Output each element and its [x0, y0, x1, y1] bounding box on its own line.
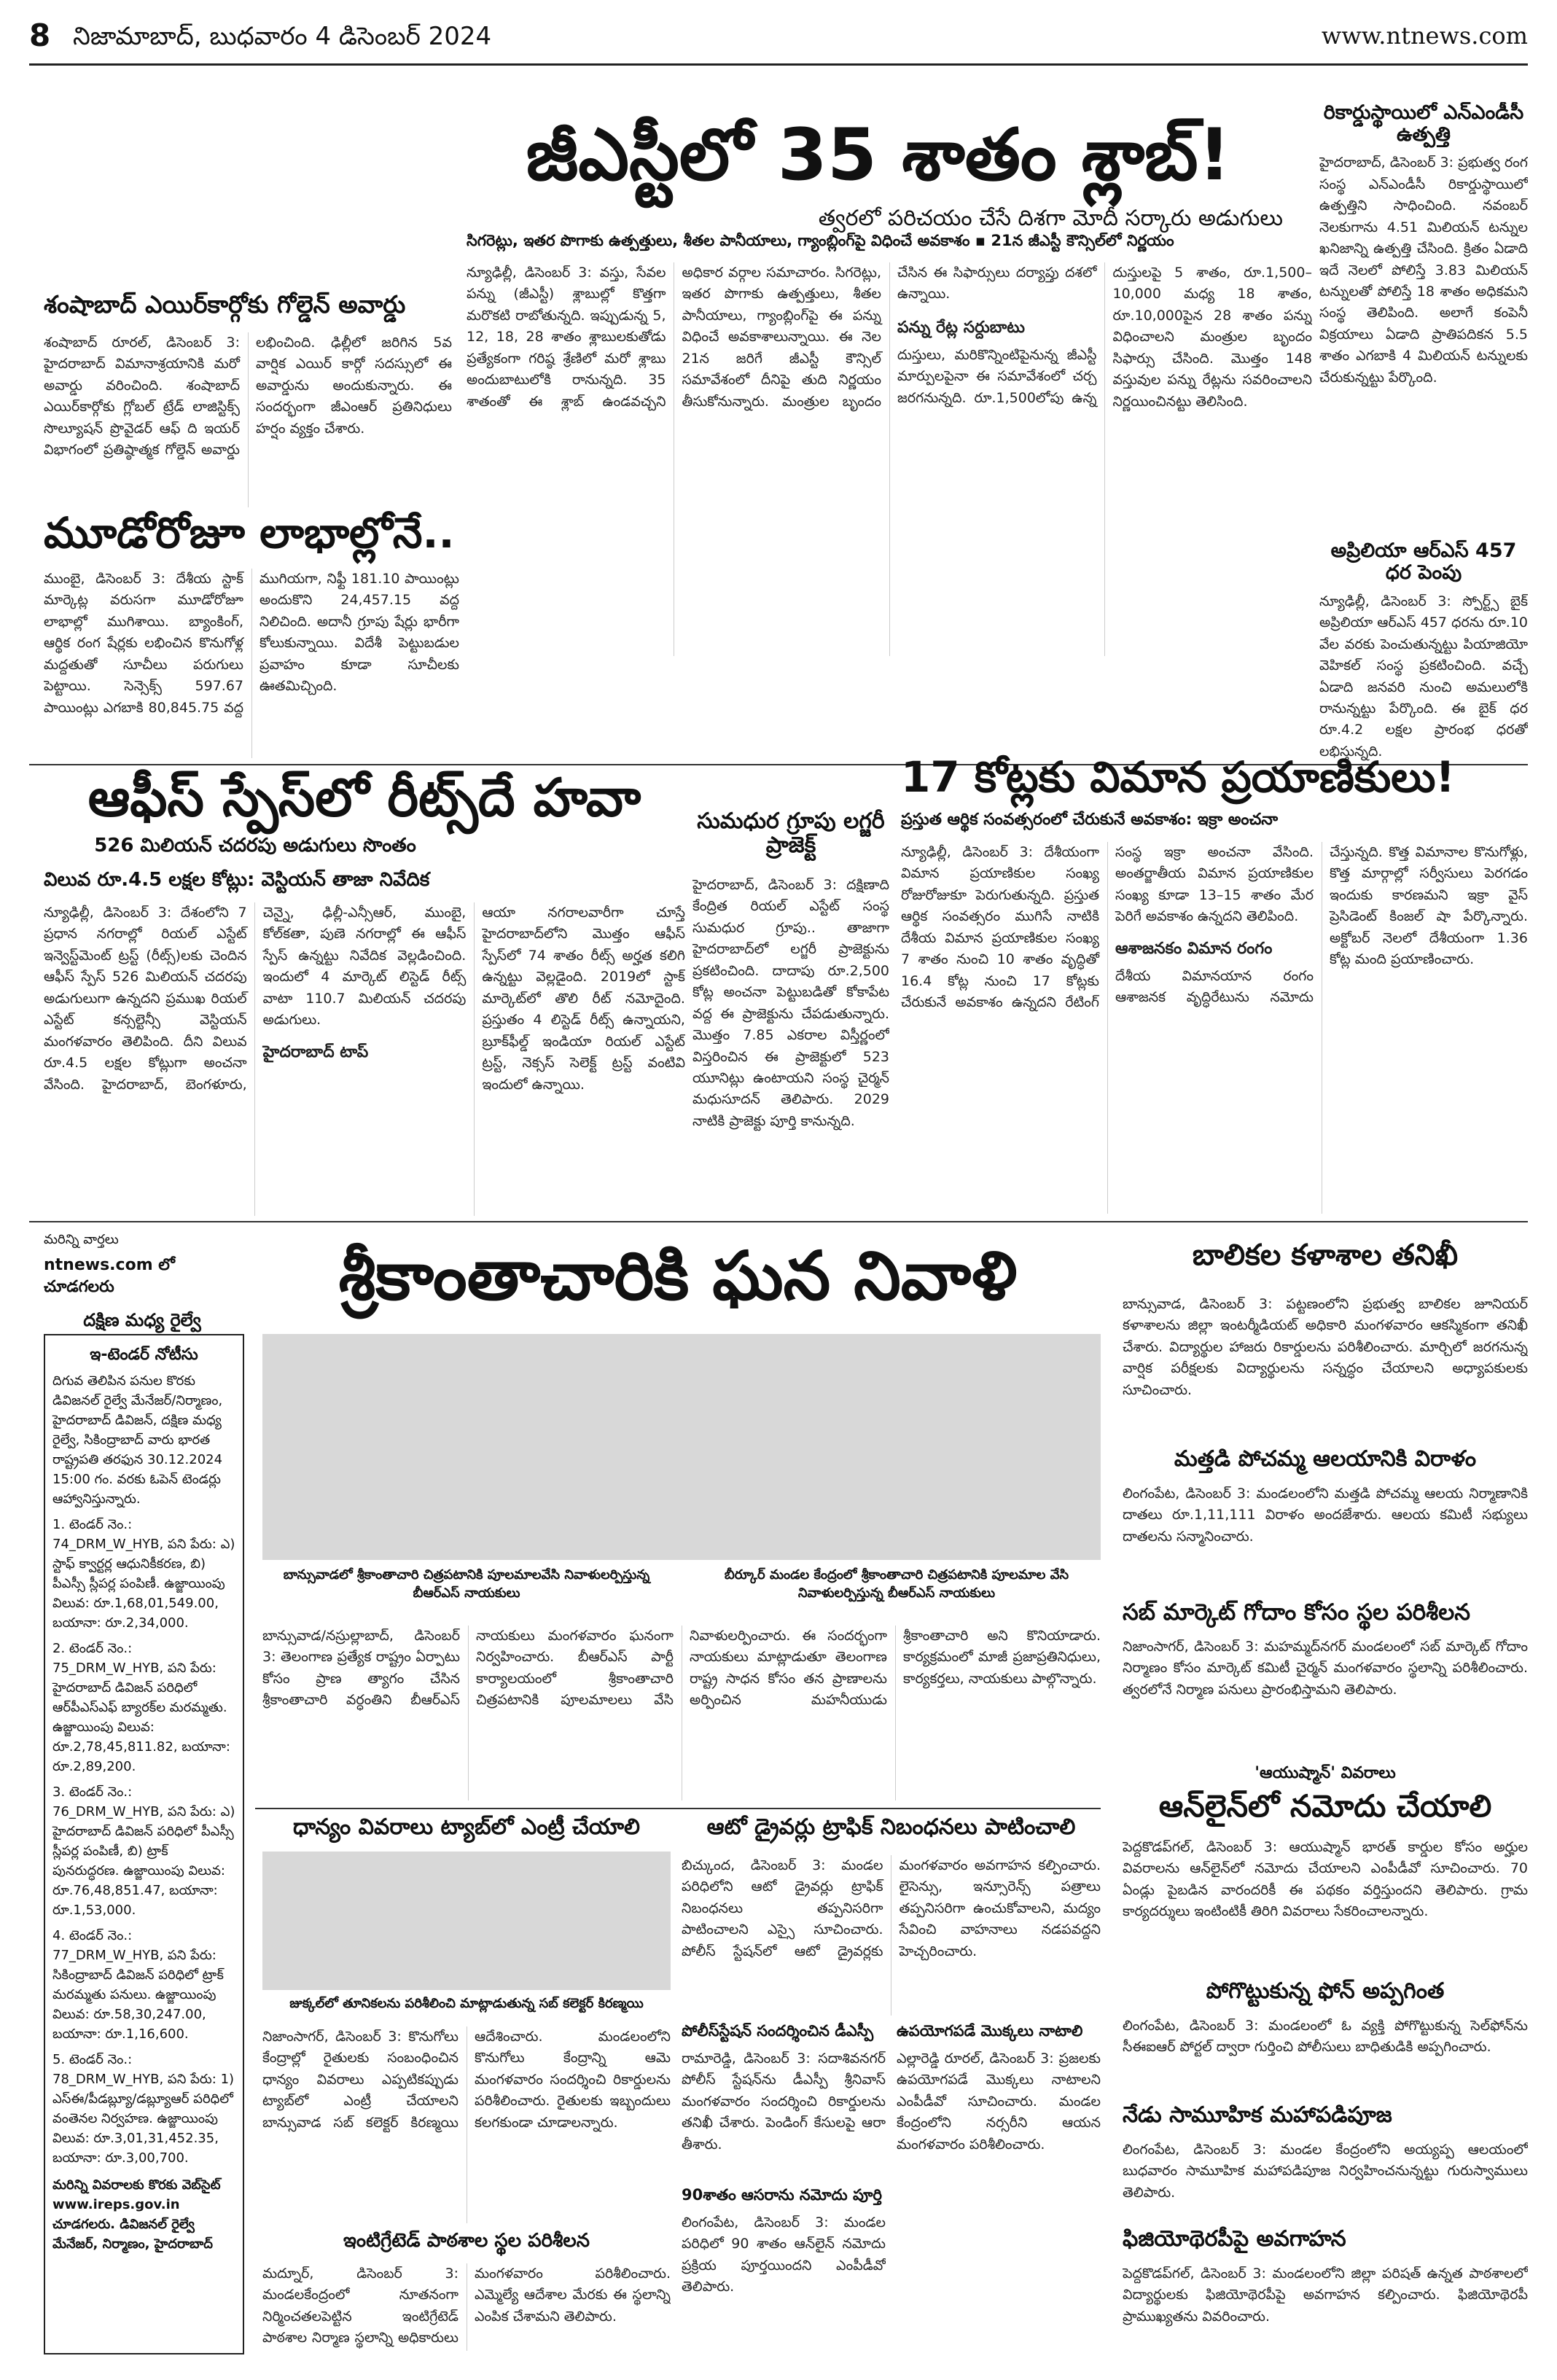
padapooja-body: లింగంపేట, డిసెంబర్ 3: మండల కేంద్రంలోని అ…: [1123, 2142, 1528, 2201]
tender-intro: దిగువ తెలిపిన పనుల కొరకు డివిజనల్ రైల్వే…: [52, 1373, 223, 1507]
page-number: 8: [29, 17, 51, 53]
reits-subhead: హైదరాబాద్ టాప్: [262, 1042, 369, 1061]
ad-source: మరిన్ని వార్తలు: [44, 1232, 119, 1247]
dsp-body: రామారెడ్డి, డిసెంబర్ 3: సదాశివనగర్ పోలీస…: [682, 2051, 886, 2153]
flyers-kicker: ప్రస్తుత ఆర్థిక సంవత్సరంలో చేరుకునే అవకా…: [901, 811, 1279, 829]
tribute-caption-1: బాన్సువాడలో శ్రీకాంతాచారి చిత్రపటానికి ప…: [283, 1567, 650, 1601]
physio-headline: ఫిజియోథెరపీపై అవగాహన: [1123, 2226, 1346, 2252]
tribute-photo: [262, 1334, 1101, 1560]
website-link[interactable]: www.ntnews.com: [1321, 22, 1528, 50]
submarket-body: నిజాంసాగర్, డిసెంబర్ 3: మహమ్మద్‌నగర్ మండ…: [1123, 1639, 1528, 1698]
tender-title: ఇ-టెండర్ నోటీసు: [90, 1346, 198, 1364]
girls-body: బాన్సువాడ, డిసెంబర్ 3: పట్టణంలోని ప్రభుత…: [1123, 1296, 1528, 1398]
lead-body-text: న్యూఢిల్లీ, డిసెంబర్ 3: వస్తు, సేవల పన్న…: [467, 265, 1097, 410]
auto-body: బిచ్కుంద, డిసెంబర్ 3: మండల పరిధిలోని ఆటో…: [682, 1857, 1101, 1959]
temple-headline: మత్తడి పోచమ్మ ఆలయానికి విరాళం: [1174, 1446, 1477, 1472]
ayushman-body: పెద్దకొడప్‌గల్, డిసెంబర్ 3: ఆయుష్మాన్ భా…: [1123, 1839, 1528, 1920]
flyers-body: న్యూఢిల్లీ, డిసెంబర్ 3: దేశీయంగా విమాన ప…: [901, 842, 1528, 1214]
tender-footer: మరిన్ని వివరాలకు కొరకు వెబ్‌సైట్ www.ire…: [52, 2177, 221, 2252]
temple-body: లింగంపేట, డిసెంబర్ 3: మండలంలోని మత్తడి ప…: [1123, 1486, 1528, 1545]
flyers-headline: 17 కోట్లకు విమాన ప్రయాణికులు!: [901, 752, 1455, 802]
flyers-subhead: ఆశాజనకం విమాన రంగం: [1115, 939, 1273, 958]
grain-photo: [262, 1852, 671, 1990]
tender-item: 5. టెండర్ నెం.: 78_DRM_W_HYB, పని పేరు: …: [52, 2052, 235, 2166]
savings-body: ఎల్లారెడ్డి రూరల్, డిసెంబర్ 3: ప్రజలకు ఉ…: [897, 2051, 1101, 2153]
lead-subline: సిగరెట్లు, ఇతర పొగాకు ఉత్పత్తులు, శీతల ప…: [467, 232, 1174, 249]
side-item2-title: అప్రిలియా ఆర్‌ఎస్ 457 ధర పెంపు: [1330, 539, 1517, 585]
dateline: నిజామాబాద్, బుధవారం 4 డిసెంబర్ 2024: [73, 22, 492, 51]
grain-caption: జుక్కల్‌లో తూనికలను పరిశీలించి మాట్లాడుత…: [289, 1996, 644, 2011]
reits-headline: ఆఫీస్ స్పేస్‌లో రీట్స్‌దే హవా: [87, 767, 641, 828]
tribute-headline: శ్రీకాంతాచారికి ఘన నివాళి: [338, 1237, 1018, 1315]
markets-body: ముంబై, డిసెంబర్ 3: దేశీయ స్టాక్ మార్కెట్…: [44, 571, 459, 716]
dsp-headline: పోలీస్‌స్టేషన్ సందర్శించిన డీఎస్పీ: [682, 2022, 874, 2040]
grain-headline: ధాన్యం వివరాలు ట్యాబ్‌లో ఎంట్రీ చేయాలి: [292, 1814, 641, 1840]
lead-body: న్యూఢిల్లీ, డిసెంబర్ 3: వస్తు, సేవల పన్న…: [467, 262, 1312, 656]
tribute-caption-2: బీర్కూర్ మండల కేంద్రంలో శ్రీకాంతాచారి చి…: [724, 1567, 1069, 1601]
submarket-headline: సబ్ మార్కెట్ గోదాం కోసం స్థల పరిశీలన: [1123, 1599, 1470, 1626]
divider: [255, 1808, 1101, 1809]
ad-org: దక్షిణ మధ్య రైల్వే: [83, 1310, 201, 1330]
reits-body: న్యూఢిల్లీ, డిసెంబర్ 3: దేశంలోని 7 ప్రధా…: [44, 902, 685, 1216]
phone-headline: పోగొట్టుకున్న ఫోన్ అప్పగింత: [1206, 1978, 1445, 2004]
flyers-body-text: న్యూఢిల్లీ, డిసెంబర్ 3: దేశీయంగా విమాన ప…: [901, 844, 1314, 1011]
airport-body: శంషాబాద్ రూరల్, డిసెంబర్ 3: హైదరాబాద్ వి…: [44, 335, 452, 459]
reits-body-text: న్యూఢిల్లీ, డిసెంబర్ 3: దేశంలోని 7 ప్రధా…: [44, 905, 467, 1093]
phone-body: లింగంపేట, డిసెంబర్ 3: మండలంలో ఓ వ్యక్తి …: [1123, 2018, 1528, 2056]
lead-subhead: పన్ను రేట్ల సర్దుబాటు: [897, 318, 1025, 337]
side-news: రికార్డుస్థాయిలో ఎన్‌ఎండీసీ ఉత్పత్తి హైద…: [1319, 102, 1528, 773]
side-item2-body: న్యూఢిల్లీ, డిసెంబర్ 3: స్పోర్ట్స్ బైక్ …: [1319, 593, 1528, 760]
side-item1-title: రికార్డుస్థాయిలో ఎన్‌ఎండీసీ ఉత్పత్తి: [1323, 102, 1524, 146]
tender-notice: ఇ-టెండర్ నోటీసు దిగువ తెలిపిన పనుల కొరకు…: [44, 1334, 244, 2354]
tender-item: 4. టెండర్ నెం.: 77_DRM_W_HYB, పని పేరు: …: [52, 1928, 224, 2042]
sumadhura-body: హైదరాబాద్, డిసెంబర్ 3: దక్షిణాది కేంద్రి…: [692, 877, 889, 1129]
flyers-body2-text: దేశీయ విమానయాన రంగం ఆశాజనక వృద్ధిరేటును …: [1115, 844, 1528, 1006]
girls-headline: బాలికల కళాశాల తనిఖీ: [1192, 1238, 1459, 1272]
divider: [29, 1221, 1528, 1222]
tender-item: 3. టెండర్ నెం.: 76_DRM_W_HYB, పని పేరు: …: [52, 1784, 235, 1918]
savings-headline: ఉపయోగపడే మొక్కలు నాటాలి: [897, 2022, 1083, 2040]
reits-body2-text: ఆయా నగరాలవారీగా చూస్తే హైదరాబాద్‌లోని మొ…: [482, 905, 685, 1093]
aasara-body: లింగంపేట, డిసెంబర్ 3: మండల పరిధిలో 90 శా…: [682, 2215, 886, 2295]
auto-headline: ఆటో డ్రైవర్లు ట్రాఫిక్ నిబంధనలు పాటించాల…: [706, 1814, 1076, 1840]
integrated-headline: ఇంటిగ్రేటెడ్ పాఠశాల స్థల పరిశీలన: [343, 2230, 590, 2252]
sumadhura-headline: సుమధుర గ్రూపు లగ్జరీ ప్రాజెక్ట్: [697, 808, 885, 858]
reits-sub1: 526 మిలియన్ చదరపు అడుగులు సొంతం: [94, 835, 416, 857]
ad-website[interactable]: ntnews.com లో చూడగలరు: [44, 1256, 175, 1296]
padapooja-headline: నేడు సామూహిక మహాపడిపూజ: [1123, 2102, 1392, 2128]
divider: [29, 764, 1528, 765]
aasara-headline: 90శాతం ఆసరాను నమోదు పూర్తి: [682, 2186, 882, 2204]
ayushman-headline: ఆన్‌లైన్‌లో నమోదు చేయాలి: [1158, 1788, 1492, 1824]
integrated-body: మద్నూర్, డిసెంబర్ 3: మండలకేంద్రంలో నూతనం…: [262, 2266, 671, 2346]
lead-headline: జీఎస్టీలో 35 శాతం శ్లాబ్!: [526, 114, 1231, 197]
lead-body2-text: దుస్తులు, మరికొన్నింటిపైనున్న జీఎస్టీ మా…: [897, 265, 1312, 410]
reits-sub2: విలువ రూ.4.5 లక్షల కోట్లు: వెస్టియన్ తాజ…: [44, 869, 430, 891]
tender-item: 1. టెండర్ నెం.: 74_DRM_W_HYB, పని పేరు: …: [52, 1517, 235, 1631]
page-header: 8 నిజామాబాద్, బుధవారం 4 డిసెంబర్ 2024 ww…: [29, 15, 1528, 66]
tender-item: 2. టెండర్ నెం.: 75_DRM_W_HYB, పని పేరు: …: [52, 1641, 230, 1774]
side-item1-body: హైదరాబాద్, డిసెంబర్ 3: ప్రభుత్వ రంగ సంస్…: [1319, 155, 1528, 386]
lead-kicker: త్వరలో పరిచయం చేసే దిశగా మోదీ సర్కారు అడ…: [818, 206, 1283, 231]
ayushman-kicker: 'ఆయుష్మాన్' వివరాలు: [1254, 1764, 1396, 1782]
airport-headline: శంషాబాద్ ఎయిర్‌కార్గోకు గోల్డెన్ అవార్డు: [44, 290, 406, 319]
physio-body: పెద్దకొడప్‌గల్, డిసెంబర్ 3: మండలంలోని జి…: [1123, 2266, 1528, 2325]
markets-headline: మూడోరోజూ లాభాల్లోనే..: [44, 508, 455, 558]
grain-body: నిజాంసాగర్, డిసెంబర్ 3: కొనుగోలు కేంద్రా…: [262, 2029, 671, 2131]
ad-header: మరిన్ని వార్తలు ntnews.com లో చూడగలరు దక…: [44, 1232, 241, 1334]
tribute-body: బాన్సువాడ/నస్రుల్లాబాద్, డిసెంబర్ 3: తెల…: [262, 1628, 1101, 1709]
